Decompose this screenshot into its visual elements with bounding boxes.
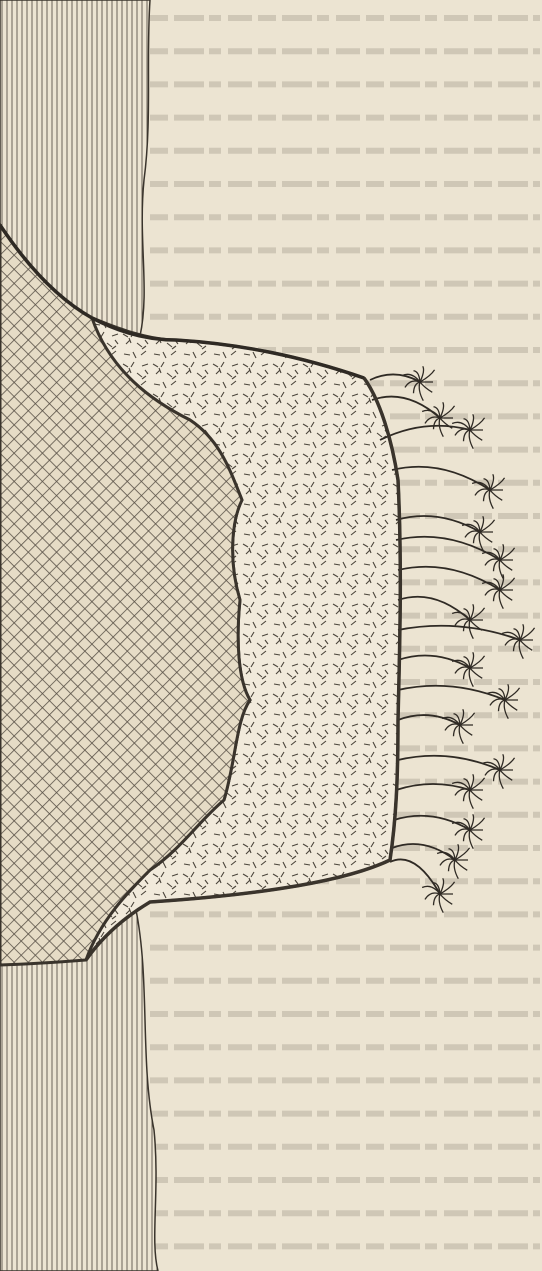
- palm-trunk: [396, 784, 470, 790]
- palm-trunk: [398, 626, 520, 640]
- palm-crown: [472, 474, 504, 508]
- palm-crown: [452, 814, 484, 848]
- palm-crown: [452, 414, 484, 448]
- palm-trunk: [390, 859, 440, 894]
- palm-trunk: [392, 467, 490, 490]
- palm-trunk: [398, 567, 500, 590]
- palm-crown: [502, 624, 534, 658]
- palm-crown: [462, 516, 494, 550]
- palm-trunk: [398, 656, 470, 669]
